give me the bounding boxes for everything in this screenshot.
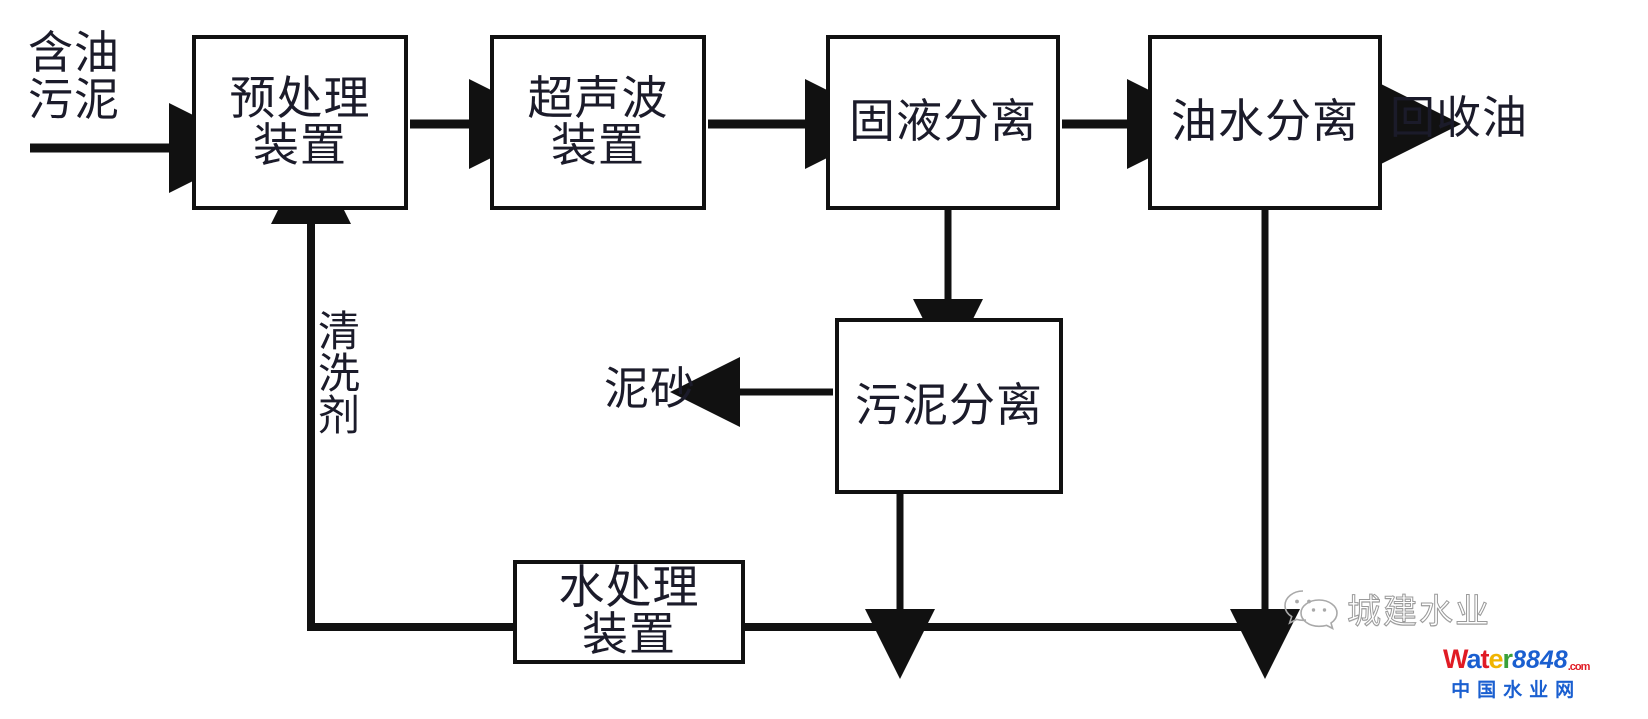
- label-mud-sand: 泥砂: [604, 364, 697, 414]
- node-oil-water-sep-label: 油水分离: [1171, 96, 1359, 148]
- node-sludge-sep[interactable]: 污泥分离: [835, 318, 1063, 494]
- label-oily-sludge-input: 含油 污泥: [28, 28, 121, 126]
- node-solid-liquid-sep[interactable]: 固液分离: [826, 35, 1060, 210]
- node-pretreatment-label-line2: 装置: [253, 119, 347, 171]
- node-oil-water-sep[interactable]: 油水分离: [1148, 35, 1382, 210]
- node-water-treatment-label-line2: 装置: [582, 609, 676, 660]
- label-recovered-oil: 回收油: [1390, 93, 1529, 143]
- node-ultrasonic-label-line1: 超声波: [527, 72, 669, 124]
- edge-watertreatment-to-pretreatment: [271, 144, 515, 631]
- label-oily-sludge-line1: 含油: [28, 28, 121, 78]
- label-mud-sand-text: 泥砂: [604, 364, 697, 414]
- node-solid-liquid-sep-label: 固液分离: [849, 96, 1037, 148]
- node-water-treatment[interactable]: 水处理 装置: [513, 560, 745, 664]
- node-ultrasonic[interactable]: 超声波 装置: [490, 35, 706, 210]
- node-pretreatment-label-line1: 预处理: [229, 72, 371, 124]
- node-ultrasonic-label-line2: 装置: [551, 119, 645, 171]
- label-cleaning-agent-char2: 洗: [318, 352, 361, 398]
- label-oily-sludge-line2: 污泥: [28, 75, 121, 126]
- node-sludge-sep-label: 污泥分离: [855, 379, 1043, 431]
- node-water-treatment-label-line1: 水处理: [558, 562, 700, 614]
- label-cleaning-agent: 清 洗 剂: [318, 312, 360, 438]
- label-cleaning-agent-char1: 清: [318, 310, 361, 356]
- label-cleaning-agent-char3: 剂: [318, 394, 361, 440]
- label-recovered-oil-text: 回收油: [1390, 93, 1529, 143]
- node-pretreatment[interactable]: 预处理 装置: [192, 35, 408, 210]
